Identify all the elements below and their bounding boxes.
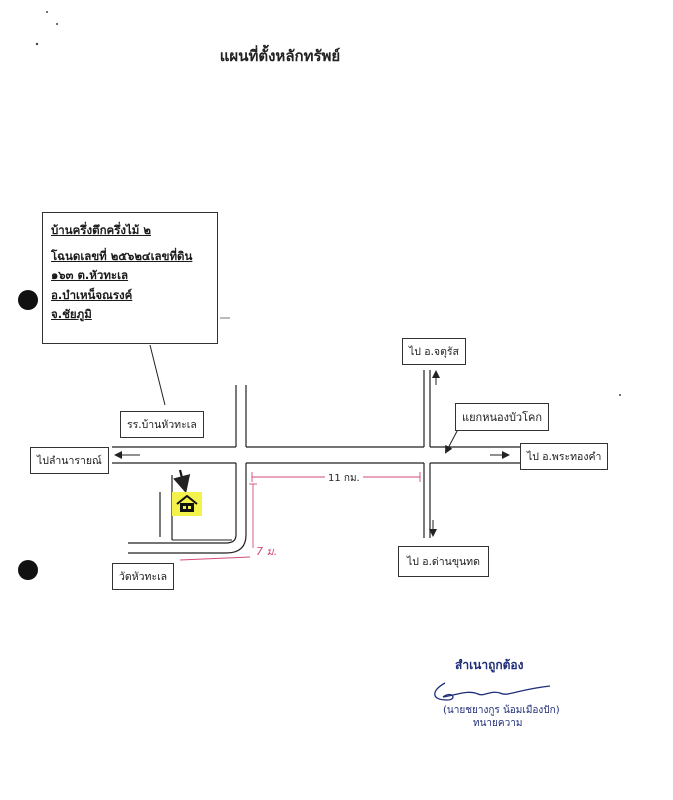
west-direction-label: ไปลำนารายณ์ bbox=[30, 447, 109, 474]
school-label: รร.บ้านหัวทะเล bbox=[120, 411, 204, 438]
temple-label: วัดหัวทะเล bbox=[112, 563, 175, 590]
property-province: จ.ชัยภูมิ bbox=[51, 307, 92, 322]
certified-copy-text: สำเนาถูกต้อง bbox=[455, 658, 524, 672]
house-icon bbox=[176, 495, 198, 512]
signer-role: ทนายความ bbox=[473, 718, 523, 729]
signer-name: (นายชยางกูร น้อมเมืองปัก) bbox=[443, 705, 560, 716]
north-direction-label: ไป อ.จตุรัส bbox=[402, 338, 466, 365]
side-road-distance: 7 ม. bbox=[256, 545, 278, 558]
property-info-box: บ้านครึ่งตึกครึ่งไม้ ๒ โฉนดเลขที่ ๒๕๖๒๔เ… bbox=[42, 212, 218, 344]
house-pointer-arrow bbox=[173, 469, 191, 494]
callout-line bbox=[149, 344, 166, 406]
main-road-distance: 11 กม. bbox=[325, 471, 363, 486]
punch-hole-top bbox=[18, 290, 38, 310]
south-direction-label: ไป อ.ด่านขุนทด bbox=[398, 546, 489, 577]
property-deed: โฉนดเลขที่ ๒๕๖๒๔เลขที่ดิน bbox=[51, 248, 193, 263]
east-direction-label: ไป อ.พระทองคำ bbox=[520, 443, 609, 470]
property-location: ๑๖๓ ต.หัวทะเล อ.บำเหน็จณรงค์ bbox=[51, 268, 133, 302]
page-title: แผนที่ตั้งหลักทรัพย์ bbox=[219, 47, 341, 65]
property-heading: บ้านครึ่งตึกครึ่งไม้ ๒ bbox=[51, 223, 151, 237]
intersection-label: แยกหนองบัวโคก bbox=[455, 403, 550, 431]
property-house-marker bbox=[172, 492, 202, 516]
punch-hole-bottom bbox=[18, 560, 38, 580]
